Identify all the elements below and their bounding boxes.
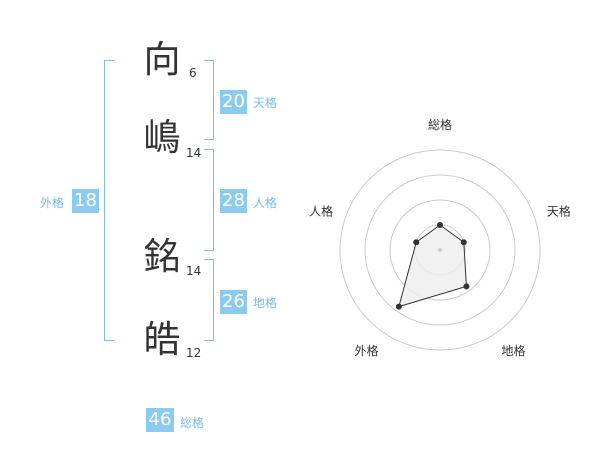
radar-points: [395, 222, 470, 310]
gaikaku-label: 外格: [40, 196, 65, 210]
radar-point-1: [437, 222, 443, 228]
name-char-3: 銘: [143, 235, 181, 278]
chikaku-value: 26: [220, 290, 247, 314]
soukaku-value: 46: [146, 408, 174, 432]
radar-ring-3: [389, 199, 491, 301]
radar-label-5: 人格: [309, 203, 333, 218]
soukaku-label: 総格: [180, 416, 205, 430]
radar-label-3: 地格: [501, 343, 525, 358]
radar-center: [438, 248, 442, 252]
jinkaku-bracket: [204, 149, 214, 251]
radar-ring-2: [364, 174, 516, 326]
stroke-count-3: 14: [186, 264, 202, 278]
name-char-4: 皓: [143, 318, 181, 361]
tenkaku-bracket: [204, 60, 214, 140]
chikaku-label: 地格: [253, 296, 278, 310]
gaikaku-bracket: [104, 60, 115, 341]
chikaku-bracket: [204, 259, 214, 341]
radar-point-3: [463, 283, 470, 290]
radar-ring-1: [339, 149, 541, 351]
jinkaku-label: 人格: [253, 196, 278, 210]
radar-point-2: [460, 239, 467, 246]
jinkaku-value: 28: [220, 189, 247, 213]
radar-label-2: 天格: [547, 203, 571, 218]
stroke-count-2: 14: [186, 146, 202, 160]
radar-label-4: 外格: [355, 343, 379, 358]
radar-polygon: [398, 224, 467, 308]
name-char-2: 嶋: [143, 116, 181, 159]
radar-point-5: [413, 239, 420, 246]
tenkaku-value: 20: [220, 90, 247, 114]
name-char-1: 向: [143, 38, 181, 81]
stroke-count-4: 12: [186, 346, 202, 360]
tenkaku-label: 天格: [253, 96, 278, 110]
stroke-count-1: 6: [189, 66, 197, 80]
radar-point-4: [395, 303, 402, 310]
radar-label-1: 総格: [428, 117, 452, 132]
gaikaku-value: 18: [72, 189, 99, 213]
